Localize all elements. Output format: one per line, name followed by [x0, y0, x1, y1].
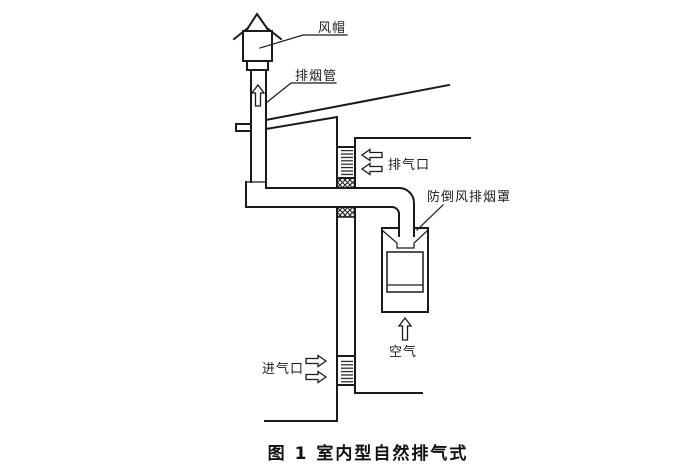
figure-caption: 图 1 室内型自然排气式 [268, 443, 469, 464]
draft-hood-shape [382, 230, 428, 249]
wall-hatch-lower [336, 206, 356, 218]
backdraft-hood-leader [416, 204, 444, 231]
up-arrow-icon [250, 83, 266, 107]
wind-cap-peak [244, 12, 271, 32]
roof-flashing [235, 123, 252, 132]
smoke-pipe-leader [265, 82, 337, 104]
burner-window [386, 251, 424, 293]
wind-cap-leader [259, 34, 348, 49]
air-label: 空气 [389, 344, 417, 360]
intake-louver [336, 355, 356, 386]
exhaust-outlet-label: 排气口 [388, 157, 430, 173]
backdraft-hood-label: 防倒风排烟罩 [427, 189, 511, 205]
air-inlet-label: 进气口 [262, 361, 304, 377]
right-arrow-icon [305, 354, 328, 368]
smoke-pipe-label: 排烟管 [295, 69, 337, 84]
right-arrow-icon [305, 370, 328, 384]
left-arrow-icon [360, 162, 383, 176]
wind-cap-label: 风帽 [318, 20, 346, 36]
up-arrow-icon [397, 316, 413, 341]
water-heater-shape [381, 227, 429, 313]
wall-hatch-upper [336, 177, 356, 189]
exhaust-louver [336, 146, 356, 179]
smoke-pipe-shape [245, 69, 415, 237]
left-arrow-icon [360, 148, 383, 162]
wind-cap-shape [232, 12, 283, 71]
roof-shape [235, 83, 451, 132]
wind-cap-wings [232, 26, 283, 41]
